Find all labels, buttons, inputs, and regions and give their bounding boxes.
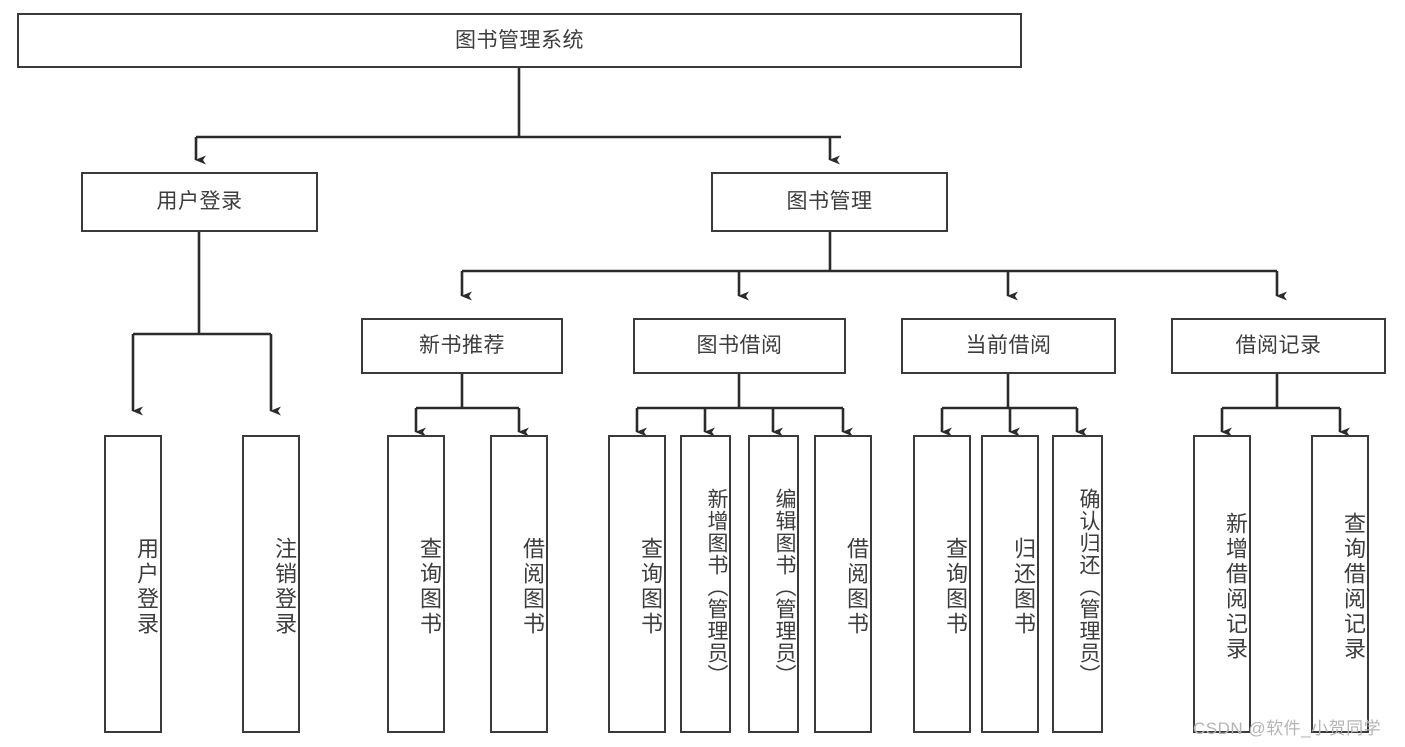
node-leaf-borrow-book-2[interactable]: 借阅图书 xyxy=(814,435,872,733)
node-book-manage[interactable]: 图书管理 xyxy=(711,172,948,232)
node-leaf-query-book-3[interactable]: 查询图书 xyxy=(913,435,971,733)
node-borrow-record[interactable]: 借阅记录 xyxy=(1171,318,1386,374)
node-leaf-query-book-2[interactable]: 查询图书 xyxy=(608,435,666,733)
node-leaf-user-login[interactable]: 用户登录 xyxy=(104,435,162,733)
node-leaf-confirm-return[interactable]: 确认归还（管理员） xyxy=(1052,435,1103,733)
node-leaf-edit-book[interactable]: 编辑图书（管理员） xyxy=(748,435,799,733)
node-leaf-query-book-1[interactable]: 查询图书 xyxy=(387,435,445,733)
node-leaf-query-record[interactable]: 查询借阅记录 xyxy=(1311,435,1369,733)
node-leaf-borrow-book-1[interactable]: 借阅图书 xyxy=(490,435,548,733)
node-leaf-add-book[interactable]: 新增图书（管理员） xyxy=(680,435,731,733)
node-new-book-rec[interactable]: 新书推荐 xyxy=(361,318,563,374)
node-leaf-return-book[interactable]: 归还图书 xyxy=(981,435,1039,733)
node-leaf-user-logout[interactable]: 注销登录 xyxy=(242,435,300,733)
node-book-borrow[interactable]: 图书借阅 xyxy=(633,318,846,374)
node-root[interactable]: 图书管理系统 xyxy=(17,13,1022,68)
node-user-login[interactable]: 用户登录 xyxy=(81,172,318,232)
node-leaf-add-record[interactable]: 新增借阅记录 xyxy=(1193,435,1251,733)
node-current-borrow[interactable]: 当前借阅 xyxy=(901,318,1116,374)
csdn-watermark: CSDN @软件_小贺同学 xyxy=(1193,719,1382,738)
